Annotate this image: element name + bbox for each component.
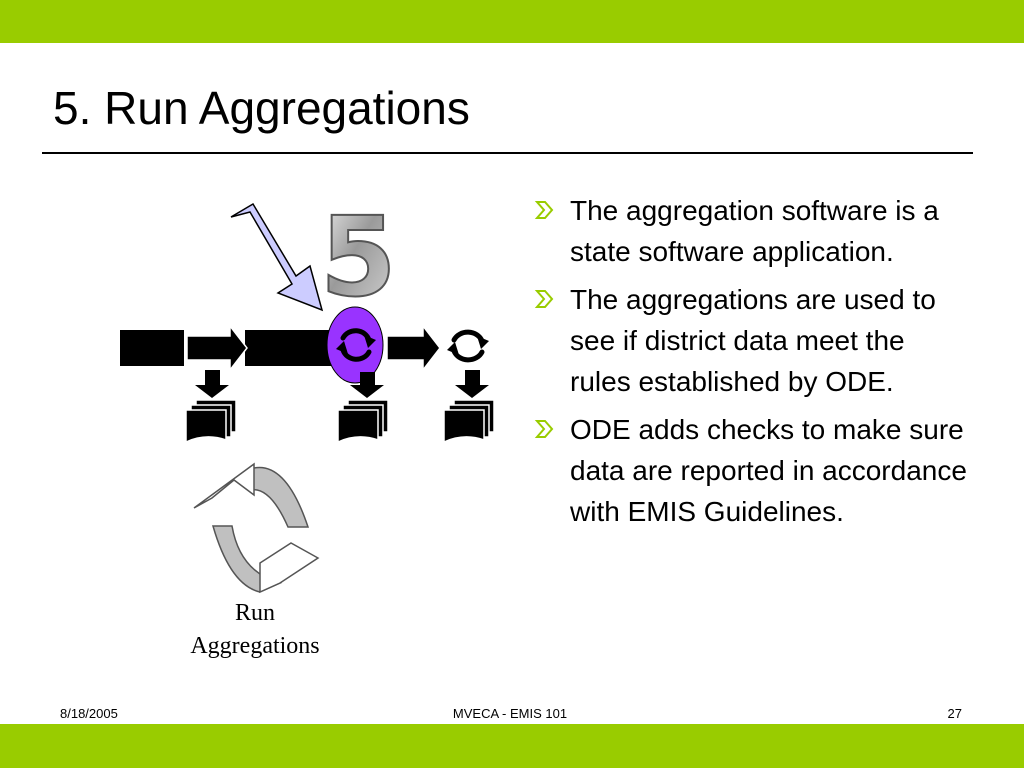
bullet-arrow-icon <box>534 290 554 308</box>
bullet-text: ODE adds checks to make sure data are re… <box>570 414 967 527</box>
footer-page-number: 27 <box>947 706 962 721</box>
footer-date: 8/18/2005 <box>60 706 118 721</box>
title-underline <box>42 152 973 154</box>
bottom-accent-bar <box>0 724 1024 768</box>
slide-title: 5. Run Aggregations <box>53 82 470 134</box>
refresh-icon <box>336 328 376 362</box>
document-stack-icon <box>337 399 389 444</box>
bullet-arrow-icon <box>534 420 554 438</box>
flow-arrow-1 <box>186 323 248 373</box>
bullet-text: The aggregations are used to see if dist… <box>570 284 936 397</box>
caption-line-2: Aggregations <box>190 633 320 659</box>
aggregation-step <box>326 306 384 384</box>
footer-presentation-title: MVECA - EMIS 101 <box>452 706 568 721</box>
pointer-arrow-icon <box>230 202 324 312</box>
document-stack-icon <box>185 399 237 444</box>
bullet-arrow-icon <box>534 201 554 219</box>
flow-arrow-2 <box>386 323 441 373</box>
process-diagram-graphic: 5 <box>120 192 495 594</box>
step-numeral: 5 <box>320 193 397 321</box>
refresh-icon <box>447 329 489 363</box>
bullet-item: ODE adds checks to make sure data are re… <box>533 409 973 532</box>
down-arrow-2 <box>350 372 384 398</box>
top-accent-bar <box>0 0 1024 43</box>
document-stack-icon <box>443 399 495 444</box>
caption-line-1: Run <box>234 600 275 626</box>
down-arrow-1 <box>195 370 229 398</box>
bullet-item: The aggregation software is a state soft… <box>533 190 973 272</box>
cycle-arrows-icon <box>193 462 320 594</box>
process-box-2 <box>245 330 331 366</box>
down-arrow-3 <box>455 370 489 398</box>
process-diagram: 5 <box>110 190 510 660</box>
bullet-text: The aggregation software is a state soft… <box>570 195 939 267</box>
numeral-5-icon: 5 <box>319 192 398 322</box>
bullet-list: The aggregation software is a state soft… <box>533 190 973 539</box>
diagram-caption: Run Aggregations <box>165 597 345 663</box>
bullet-item: The aggregations are used to see if dist… <box>533 279 973 402</box>
process-box-1 <box>120 330 184 366</box>
